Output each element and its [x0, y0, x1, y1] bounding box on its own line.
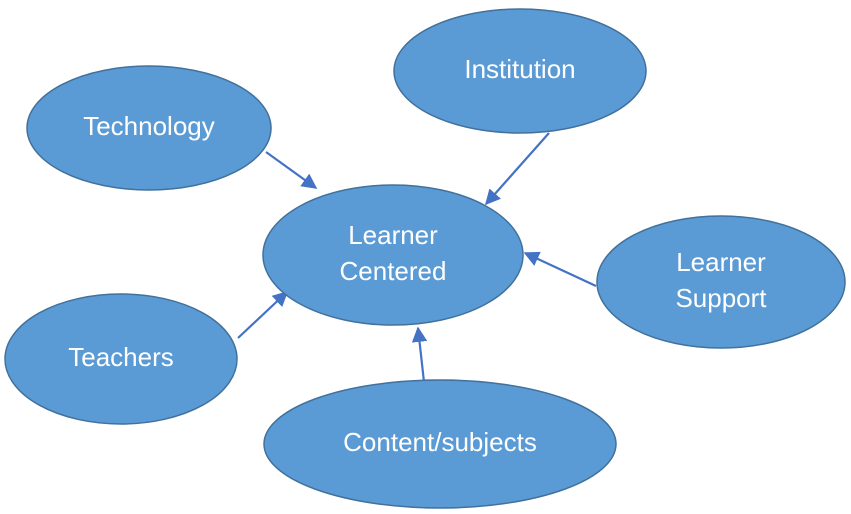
node-technology-label: Technology [83, 111, 215, 141]
node-learner-support: Learner Support [596, 215, 846, 349]
node-learner-support-line-1: Learner [676, 247, 766, 277]
arrow-technology-to-center [265, 151, 318, 189]
node-learner-centered-line-2: Centered [340, 256, 447, 286]
arrow-content-to-center [411, 326, 428, 383]
arrow-teachers-to-center [237, 290, 289, 339]
node-learner-centered: Learner Centered [262, 184, 524, 326]
node-institution-label: Institution [464, 54, 575, 84]
node-teachers-label: Teachers [68, 342, 174, 372]
node-learner-support-line-2: Support [675, 283, 767, 313]
arrow-learner-support-to-center [523, 251, 597, 287]
node-technology: Technology [26, 65, 272, 191]
node-learner-centered-line-1: Learner [348, 220, 438, 250]
node-teachers: Teachers [4, 293, 238, 425]
node-content-subjects-label: Content/subjects [343, 427, 537, 457]
node-institution: Institution [393, 8, 647, 134]
node-content-subjects: Content/subjects [263, 379, 617, 509]
arrow-institution-to-center [484, 132, 550, 206]
